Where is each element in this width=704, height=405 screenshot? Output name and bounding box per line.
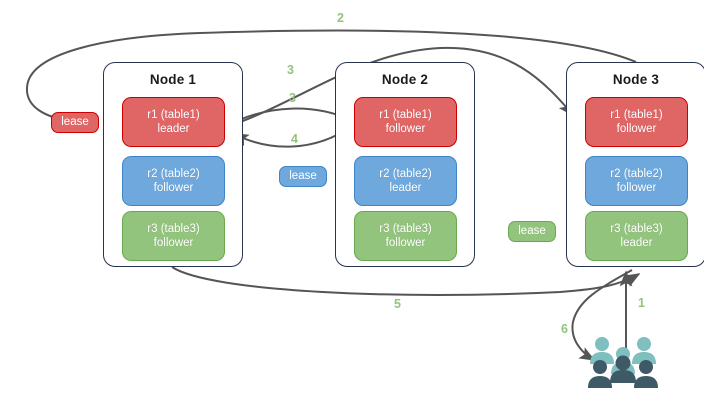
range-name: r1 (table1)	[610, 109, 663, 121]
range-replica-blue: r2 (table2) follower	[122, 156, 225, 206]
edge-3-node1-to-node2	[227, 107, 353, 126]
people-icon	[588, 337, 658, 388]
range-name: r1 (table1)	[147, 109, 200, 121]
range-replica-green: r3 (table3) follower	[122, 211, 225, 261]
edge-3-to-node3	[228, 46, 575, 127]
step-number-label: 5	[394, 297, 401, 311]
edge-6-node3-to-client	[571, 269, 633, 361]
edge-2-lease-transfer	[25, 29, 637, 126]
range-name: r2 (table2)	[147, 168, 200, 180]
step-number-label: 6	[561, 322, 568, 336]
range-role: follower	[153, 237, 194, 249]
range-role: follower	[616, 182, 657, 194]
range-name: r3 (table3)	[147, 223, 200, 235]
lease-badge: lease	[51, 112, 99, 133]
node-title: Node 1	[149, 72, 197, 87]
range-role: follower	[616, 123, 657, 135]
edge-5-response-to-client	[171, 266, 641, 296]
step-number-label: 1	[638, 296, 645, 310]
lease-badge: lease	[508, 221, 556, 242]
range-replica-green: r3 (table3) leader	[585, 211, 688, 261]
step-number-label: 4	[291, 132, 298, 146]
range-role: follower	[385, 237, 426, 249]
people-back-row	[590, 337, 656, 364]
range-replica-blue: r2 (table2) follower	[585, 156, 688, 206]
range-role: leader	[389, 182, 422, 194]
range-name: r3 (table3)	[610, 223, 663, 235]
range-role: follower	[385, 123, 426, 135]
range-replica-blue: r2 (table2) leader	[354, 156, 457, 206]
step-number-label: 3	[289, 91, 296, 105]
range-name: r2 (table2)	[610, 168, 663, 180]
range-replica-red: r1 (table1) leader	[122, 97, 225, 147]
range-role: leader	[157, 123, 190, 135]
range-replica-green: r3 (table3) follower	[354, 211, 457, 261]
range-replica-red: r1 (table1) follower	[585, 97, 688, 147]
step-number-label: 2	[337, 11, 344, 25]
range-name: r1 (table1)	[379, 109, 432, 121]
node-title: Node 3	[612, 72, 660, 87]
people-front-row	[588, 355, 658, 388]
range-replica-red: r1 (table1) follower	[354, 97, 457, 147]
lease-badge: lease	[279, 166, 327, 187]
range-role: leader	[620, 237, 653, 249]
range-name: r3 (table3)	[379, 223, 432, 235]
node-title: Node 2	[381, 72, 429, 87]
range-role: follower	[153, 182, 194, 194]
step-number-label: 3	[287, 63, 294, 77]
range-name: r2 (table2)	[379, 168, 432, 180]
